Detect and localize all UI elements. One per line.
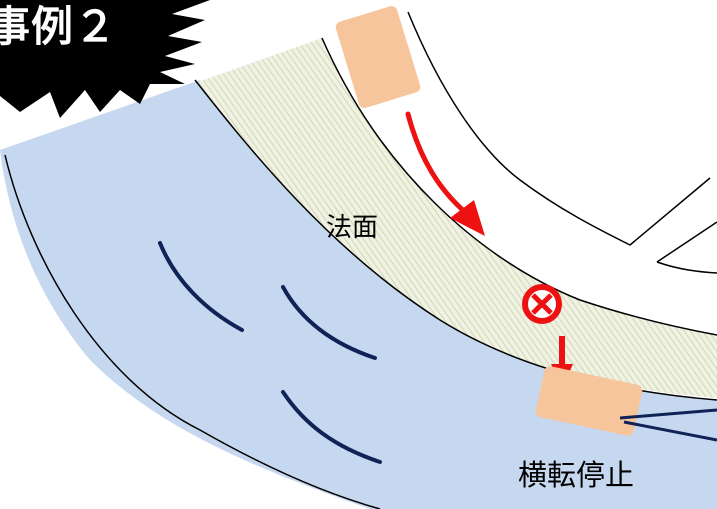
water-ripples xyxy=(158,241,382,464)
river-bank-line xyxy=(4,154,381,509)
slope-label: 法面 xyxy=(326,213,379,243)
slope-area xyxy=(198,38,717,398)
trailing-lines xyxy=(619,408,717,442)
vehicle-before xyxy=(335,6,421,108)
case-number-title: 事例２ xyxy=(0,2,118,51)
travel-arrow xyxy=(405,111,485,236)
road-far-edge xyxy=(407,11,711,246)
ripple-1 xyxy=(158,241,244,332)
circle-x-icon xyxy=(522,284,562,324)
vehicle-overturned xyxy=(535,366,643,436)
ripple-2 xyxy=(281,285,377,360)
case-badge xyxy=(0,0,210,118)
road-edge-line xyxy=(321,37,717,336)
side-road-edge-2 xyxy=(656,261,717,274)
ripple-3 xyxy=(281,390,382,464)
rollover-stop-label: 横転停止 xyxy=(518,458,635,492)
side-road-edge xyxy=(656,221,717,263)
